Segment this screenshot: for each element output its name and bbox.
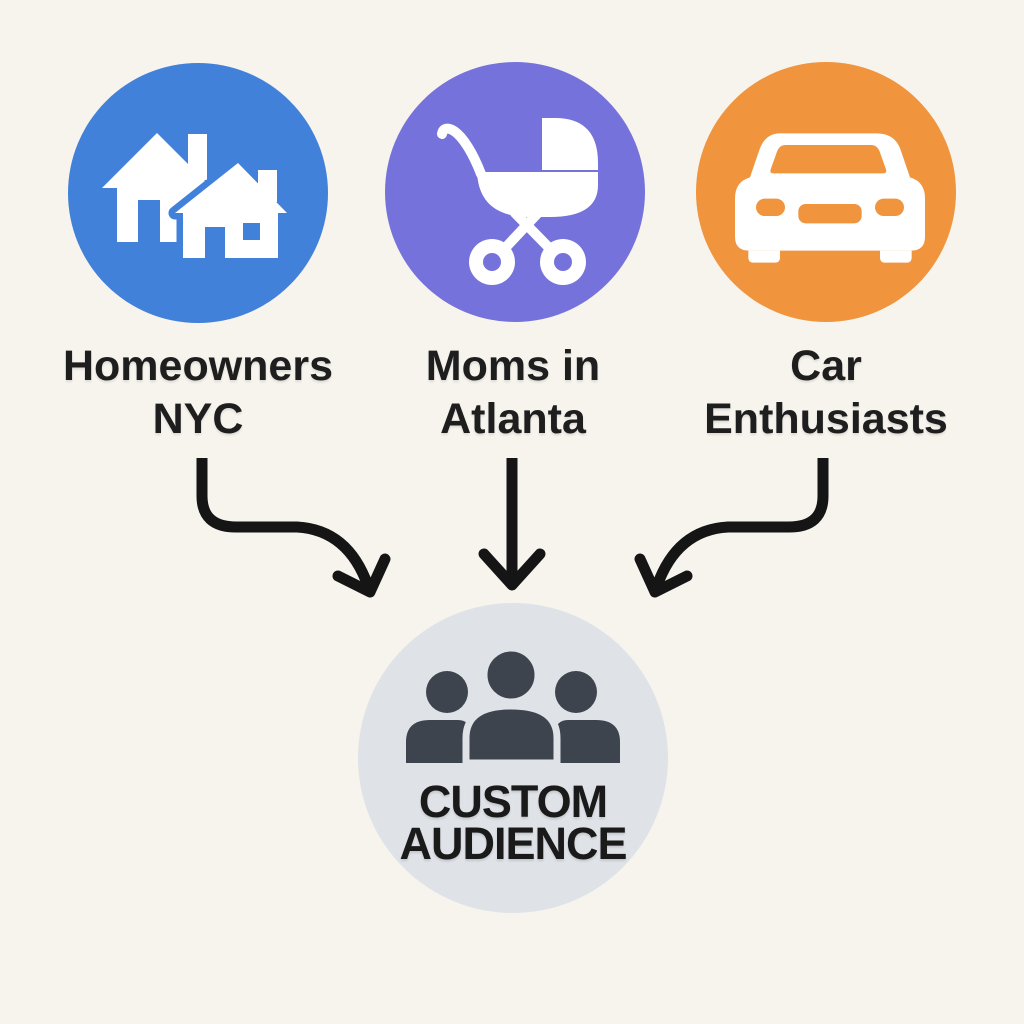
car-icon	[735, 133, 925, 263]
baby-stroller-icon	[437, 118, 598, 285]
houses-icon	[102, 133, 294, 265]
moms-circle	[385, 62, 645, 322]
car-label: Car Enthusiasts	[704, 342, 948, 443]
custom-audience-circle: CUSTOM AUDIENCE	[358, 603, 668, 913]
custom-audience-label: CUSTOM AUDIENCE	[399, 776, 627, 869]
car-circle	[696, 62, 956, 322]
moms-label: Moms in Atlanta	[425, 342, 601, 443]
arrow-car-to-audience	[634, 458, 829, 598]
homeowners-label: Homeowners NYC	[62, 342, 333, 443]
arrow-homeowners-to-audience	[196, 458, 391, 598]
people-group-icon	[406, 645, 620, 767]
arrow-moms-to-audience	[478, 458, 546, 591]
homeowners-circle	[68, 63, 328, 323]
